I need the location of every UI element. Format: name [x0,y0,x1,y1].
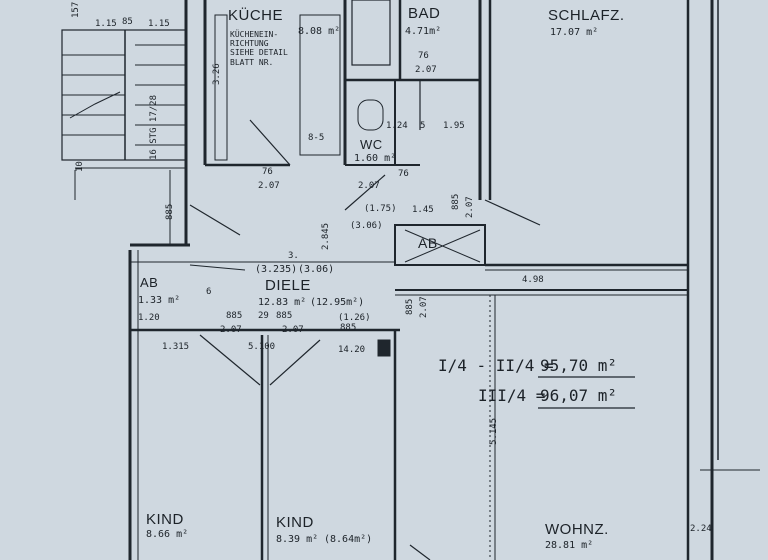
dim-115-a: 1.15 [95,19,117,29]
room-name-bad: BAD [408,5,441,22]
room-area-diele: 12.83 m² [258,297,307,308]
room-area-kueche: 8.08 m² [298,26,341,37]
diele-sub2: (3.06) [298,264,335,275]
room-name-ab-upper: AB [418,235,438,251]
dim-195: 1.95 [443,121,465,131]
room-area-bad: 4.71m² [405,26,442,37]
dim-76-c: 76 [398,169,409,179]
total-value-1: 95,70 m² [540,356,618,375]
room-area-kind-2: 8.39 m² [276,534,319,545]
dim-224: 2.24 [690,524,712,534]
dim-885-f: 885 [165,203,175,220]
dim-4985: 4.98 [522,275,544,285]
dim-5: 5 [420,121,426,131]
room-area-wohnz: 28.81 m² [545,540,594,551]
dim-3: 3. [288,251,299,261]
dim-207-d: 2.07 [465,196,475,218]
dim-157: 157 [71,1,81,18]
dim-5100: 5.100 [248,342,276,352]
dim-885-b: 885 [405,298,415,315]
dim-207-g: 2.07 [282,325,304,335]
dim-126: (1.26) [338,313,371,323]
dim-1420: 14.20 [338,345,366,355]
diele-sub: (3.235) [255,264,298,275]
dim-885-d: 885 [226,311,243,321]
room-name-kueche: KÜCHE [228,7,284,24]
room-area-schlafz: 17.07 m² [550,27,599,38]
dim-885-a: 885 [451,193,461,210]
dim-306: (3.06) [350,221,383,231]
dim-120: 1.20 [138,313,160,323]
dim-76-b: 76 [262,167,273,177]
dim-885-e: 885 [276,311,293,321]
dim-145: 1.45 [412,205,434,215]
room-name-wc: WC [360,137,383,152]
dim-6: 6 [206,287,212,297]
room-area-kind-2-alt: (8.64m²) [324,534,373,545]
dim-5145: 5.145 [489,417,499,445]
total-label-2: III/4 = [478,386,546,405]
dim-1315: 1.315 [162,342,190,352]
room-name-diele: DIELE [265,277,311,294]
room-name-kind-1: KIND [146,511,184,528]
dim-885-c: 885 [340,323,357,333]
dim-284: 2.845 [321,222,331,250]
room-area-kind-1: 8.66 m² [146,529,189,540]
room-area-diele-alt: (12.95m²) [310,297,365,308]
total-label-1: I/4 - II/4 = [438,356,554,375]
stair-note: 16 STG 17/28 [149,94,159,160]
dim-124: 1.24 [386,121,408,131]
room-area-ab-left: 1.33 m² [138,295,181,306]
dim-10: 10 [75,161,85,172]
dim-326: 3.26 [212,63,222,85]
total-value-2: 96,07 m² [540,386,618,405]
room-name-ab-left: AB [140,275,159,290]
dim-207-b: 2.07 [258,181,280,191]
dim-207-a: 2.07 [415,65,437,75]
dim-85: 85 [122,17,133,27]
room-area-wc: 1.60 m² [354,153,397,164]
dim-207-c: 2.07 [358,181,380,191]
dim-85-b: 8-5 [308,133,325,143]
room-name-wohnz: WOHNZ. [545,521,609,538]
dim-175: (1.75) [364,204,397,214]
room-name-schlafz: SCHLAFZ. [548,7,625,24]
dim-76-a: 76 [418,51,429,61]
kueche-note: KÜCHENEIN- RICHTUNG SIEHE DETAIL BLATT N… [230,30,288,67]
dim-207-e: 2.07 [419,296,429,318]
dim-207-f: 2.07 [220,325,242,335]
room-name-kind-2: KIND [276,514,314,531]
dim-115-b: 1.15 [148,19,170,29]
dim-29: 29 [258,311,269,321]
